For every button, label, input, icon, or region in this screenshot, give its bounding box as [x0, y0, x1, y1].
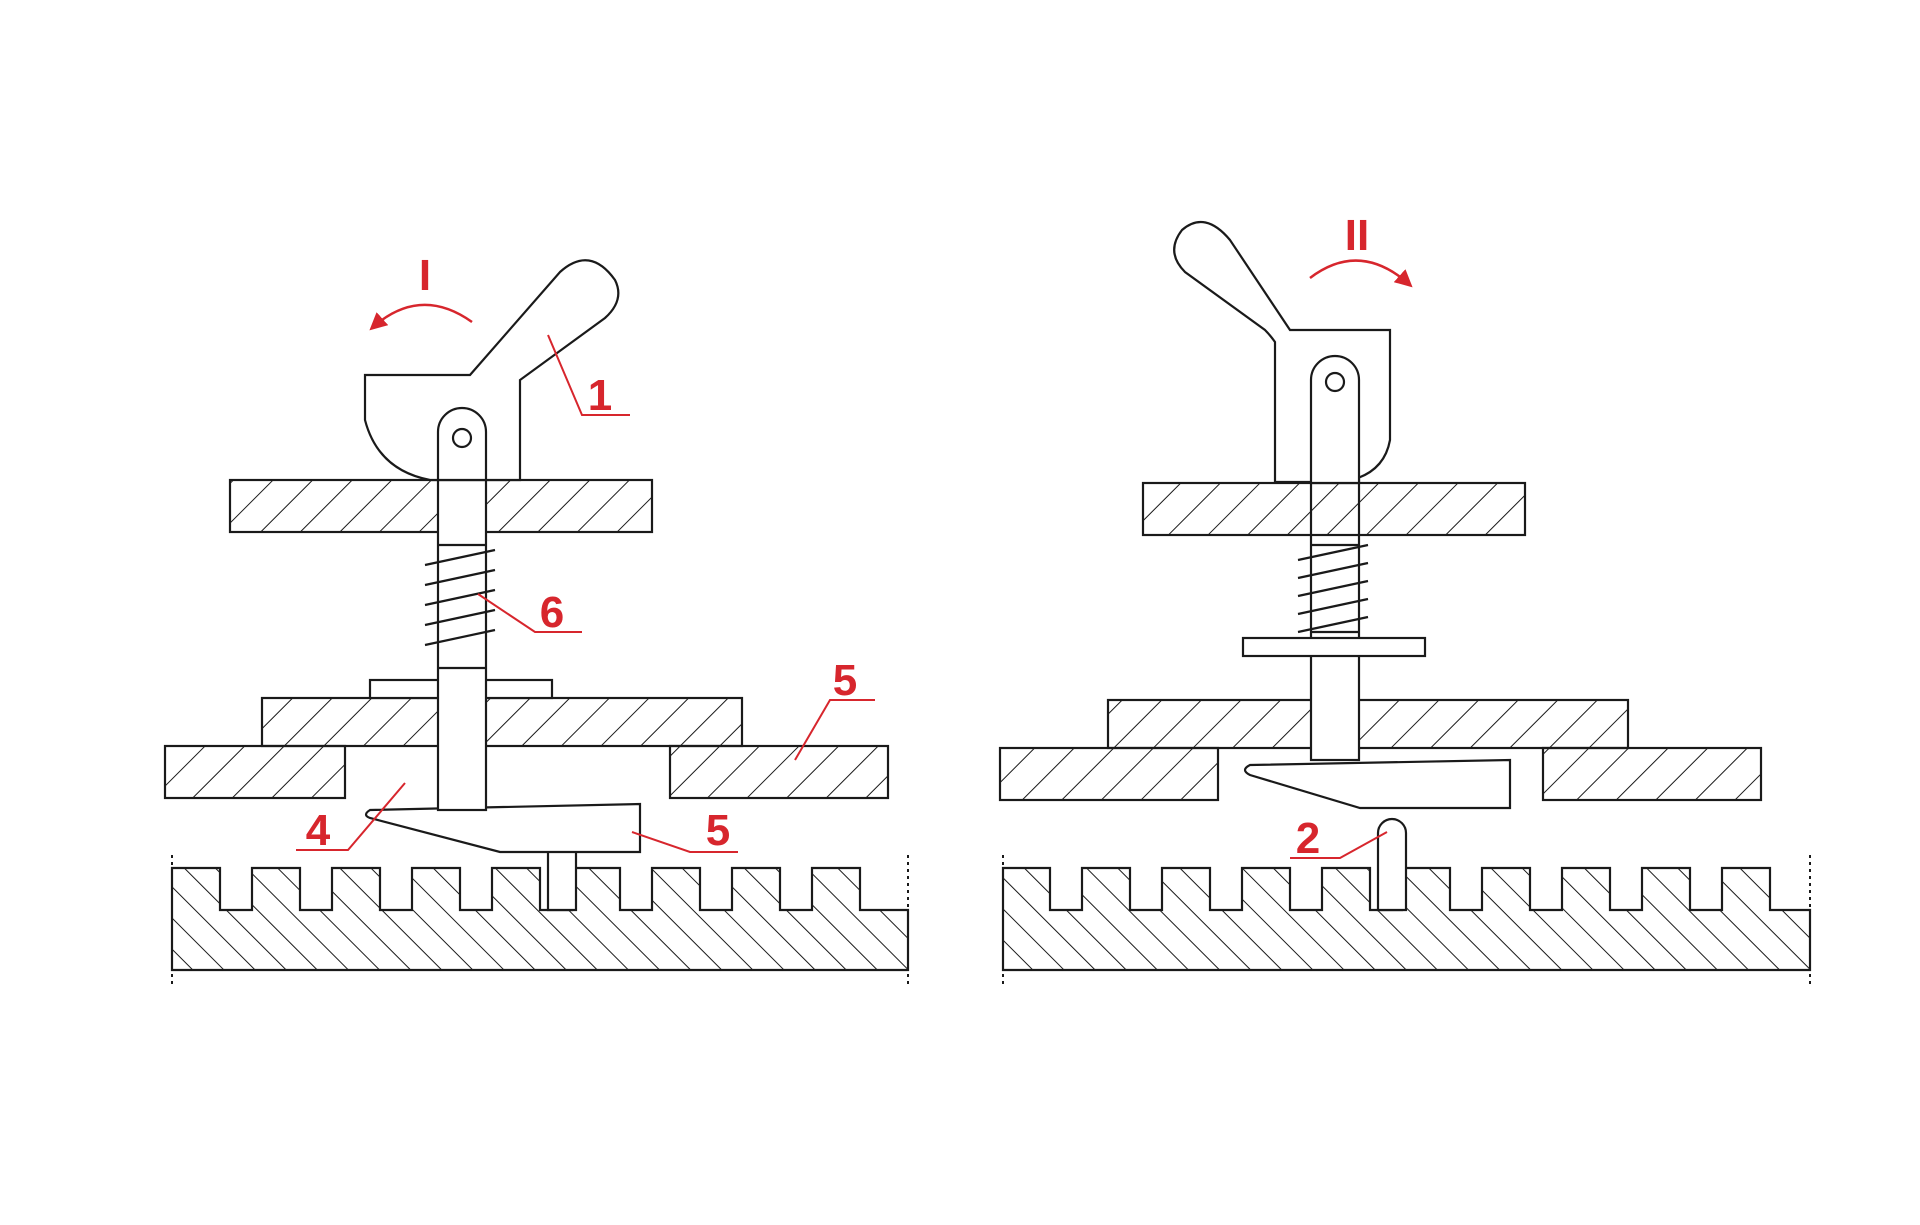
spring-1 [424, 543, 496, 670]
callout-label-1: 1 [588, 371, 612, 420]
callout-label-5b: 5 [706, 806, 730, 855]
stem-head-2 [1309, 354, 1361, 485]
view-1: I 1 6 5 4 5 [163, 251, 910, 985]
lower-plate-left-1 [163, 744, 347, 800]
lower-plate-right-1 [668, 744, 890, 800]
view-2: II 2 [998, 211, 1812, 985]
callout-leaders-1 [296, 334, 875, 853]
wedge-2 [1243, 758, 1512, 810]
rotation-arrow-1 [369, 303, 473, 331]
lower-plate-right-2 [1541, 746, 1763, 802]
lower-plate-left-2 [998, 746, 1220, 802]
callout-leaders-2 [1290, 831, 1388, 859]
spring-2 [1297, 543, 1369, 634]
callout-label-2: 2 [1296, 814, 1320, 863]
toothed-rack-2 [1001, 855, 1812, 985]
top-plate-2 [1141, 481, 1527, 537]
callout-label-5a: 5 [833, 656, 857, 705]
pivot-1 [451, 427, 473, 449]
middle-plate-1 [260, 696, 744, 748]
toothed-rack-1 [170, 855, 910, 985]
pivot-2 [1324, 371, 1346, 393]
locking-pin-2 [1376, 817, 1408, 912]
callout-label-6: 6 [540, 588, 564, 637]
rotation-arrow-2 [1309, 259, 1413, 288]
washer-2 [1241, 636, 1427, 658]
direction-label-1: I [419, 251, 431, 300]
middle-plate-2 [1106, 698, 1630, 750]
wedge-1 [364, 802, 642, 854]
direction-label-2: II [1345, 211, 1369, 260]
callout-label-4: 4 [306, 806, 331, 855]
lever-handle-1 [363, 259, 620, 482]
